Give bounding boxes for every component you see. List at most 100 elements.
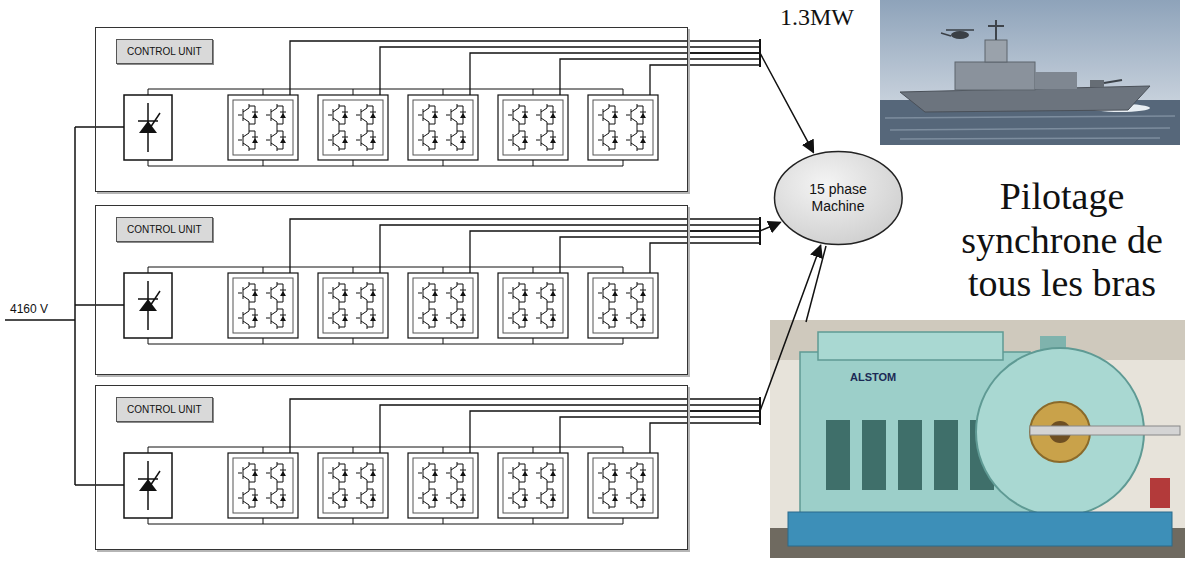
igbt-line — [612, 112, 618, 113]
h-bridge-inner — [503, 100, 563, 155]
igbt-symbol — [356, 104, 376, 126]
diode-triangle — [550, 316, 556, 321]
dc-rail — [148, 338, 623, 344]
diode-triangle — [460, 316, 466, 321]
rectifier-box — [124, 95, 172, 160]
igbt-line — [266, 473, 270, 474]
diode-triangle — [370, 138, 376, 143]
igbt-line — [508, 498, 512, 499]
machine-base — [788, 512, 1172, 546]
igbt-line — [370, 315, 376, 316]
igbt-line — [328, 140, 332, 141]
igbt-line — [626, 140, 630, 141]
ship-gun — [1090, 80, 1104, 87]
igbt-symbol — [356, 307, 376, 329]
control-unit-label: CONTROL UNIT — [116, 217, 213, 242]
igbt-line — [541, 296, 547, 304]
igbt-line — [603, 296, 609, 304]
machine-vent — [934, 420, 958, 490]
igbt-line — [271, 312, 272, 324]
igbt-line — [370, 112, 376, 113]
igbt-line — [243, 487, 249, 495]
phase-wire — [650, 423, 760, 453]
diode-triangle — [342, 316, 348, 321]
h-bridge-inner — [413, 278, 473, 333]
igbt-line — [252, 495, 258, 496]
igbt-symbol — [418, 307, 438, 329]
igbt-line — [361, 476, 367, 484]
igbt-line — [451, 487, 457, 495]
igbt-line — [418, 473, 422, 474]
h-bridge-module — [498, 273, 568, 338]
igbt-line — [356, 115, 360, 116]
igbt-symbol — [508, 104, 528, 126]
igbt-line — [328, 318, 332, 319]
thyristor-gate — [138, 113, 160, 128]
igbt-line — [451, 307, 457, 315]
igbt-symbol — [508, 462, 528, 484]
leg-link — [277, 126, 278, 129]
igbt-line — [612, 137, 618, 138]
igbt-line — [513, 487, 519, 495]
leg-link — [367, 304, 368, 307]
igbt-line — [342, 470, 348, 471]
igbt-symbol — [328, 129, 348, 151]
igbt-symbol — [356, 462, 376, 484]
igbt-symbol — [266, 462, 286, 484]
igbt-line — [541, 109, 542, 121]
igbt-line — [631, 287, 632, 299]
igbt-line — [446, 473, 450, 474]
igbt-line — [460, 137, 466, 138]
diode-triangle — [522, 291, 528, 296]
diode-triangle — [460, 291, 466, 296]
igbt-symbol — [598, 462, 618, 484]
igbt-line — [271, 462, 277, 470]
igbt-line — [423, 312, 424, 324]
igbt-line — [541, 467, 542, 479]
igbt-line — [603, 118, 609, 126]
igbt-line — [271, 118, 277, 126]
igbt-symbol — [626, 307, 646, 329]
igbt-symbol — [328, 462, 348, 484]
igbt-line — [603, 109, 604, 121]
igbt-symbol — [238, 487, 258, 509]
igbt-line — [333, 134, 334, 146]
phase-wire — [650, 243, 760, 273]
igbt-line — [271, 296, 277, 304]
igbt-symbol — [626, 129, 646, 151]
igbt-line — [361, 129, 367, 137]
igbt-line — [513, 467, 514, 479]
h-bridge-inner — [413, 100, 473, 155]
igbt-line — [631, 487, 637, 495]
igbt-line — [513, 129, 519, 137]
igbt-line — [598, 293, 602, 294]
igbt-line — [446, 498, 450, 499]
h-bridge-module — [228, 453, 298, 518]
igbt-line — [541, 476, 547, 484]
igbt-line — [541, 282, 547, 290]
igbt-line — [603, 129, 609, 137]
igbt-line — [280, 137, 286, 138]
supply-stub — [75, 126, 124, 128]
igbt-line — [603, 492, 604, 504]
igbt-line — [451, 501, 457, 509]
diode-triangle — [612, 316, 618, 321]
igbt-line — [356, 140, 360, 141]
igbt-line — [522, 137, 528, 138]
diode-triangle — [522, 138, 528, 143]
igbt-line — [550, 470, 556, 471]
igbt-line — [243, 109, 244, 121]
h-bridge-module — [588, 273, 658, 338]
diode-triangle — [640, 113, 646, 118]
igbt-line — [451, 118, 457, 126]
igbt-line — [333, 501, 339, 509]
supply-stub — [75, 304, 124, 306]
igbt-line — [446, 140, 450, 141]
igbt-line — [243, 321, 249, 329]
phase-wire — [380, 405, 760, 453]
igbt-line — [361, 134, 362, 146]
igbt-line — [423, 296, 429, 304]
leg-link — [367, 484, 368, 487]
igbt-line — [626, 318, 630, 319]
igbt-line — [640, 470, 646, 471]
